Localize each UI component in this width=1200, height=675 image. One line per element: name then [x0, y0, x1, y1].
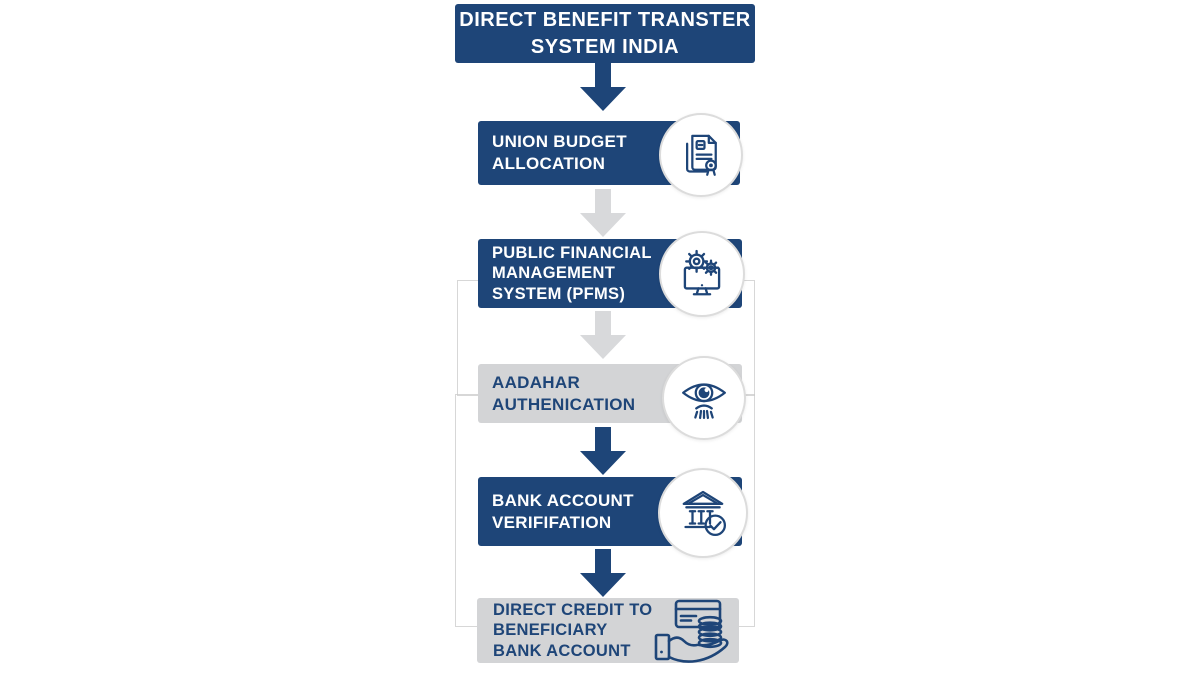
title-line-1: DIRECT BENEFIT TRANSTER	[459, 9, 751, 32]
step-label: UNION BUDGET ALLOCATION	[492, 132, 627, 173]
arrow-down-icon	[580, 427, 626, 475]
step-label: AADAHAR AUTHENICATION	[492, 372, 636, 414]
arrow-down-icon	[580, 311, 626, 359]
eye-fingerprint-icon	[662, 356, 746, 440]
step-label: DIRECT CREDIT TO BENEFICIARY BANK ACCOUN…	[493, 600, 653, 660]
step-label: BANK ACCOUNT VERIFIFATION	[492, 490, 634, 532]
bank-check-icon	[658, 468, 748, 558]
step-label: PUBLIC FINANCIAL MANAGEMENT SYSTEM (PFMS…	[492, 243, 652, 303]
arrow-down-icon	[580, 189, 626, 237]
hand-coins-card-icon	[654, 599, 729, 663]
title-line-2: SYSTEM INDIA	[530, 35, 680, 58]
arrow-down-icon	[580, 549, 626, 597]
arrow-down-icon	[580, 63, 626, 111]
monitor-gears-icon	[659, 231, 745, 317]
certificate-document-icon	[659, 113, 743, 197]
step-direct-credit-to-beneficiary: DIRECT CREDIT TO BENEFICIARY BANK ACCOUN…	[477, 598, 739, 663]
title-box: DIRECT BENEFIT TRANSTER SYSTEM INDIA	[455, 4, 755, 63]
